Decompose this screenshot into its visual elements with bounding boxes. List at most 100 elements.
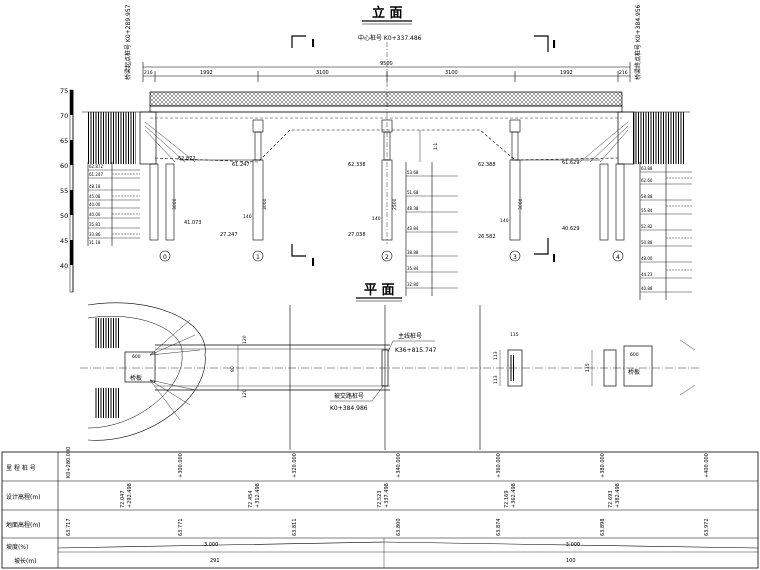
- center-soil-6: 32.80: [407, 282, 419, 287]
- table-ground-2: 63.811: [292, 519, 298, 537]
- elevation-title: 立 面: [372, 5, 403, 21]
- right-soil-6: 48.00: [641, 256, 653, 261]
- svg-text:I: I: [552, 38, 556, 51]
- table-ground-3: 63.800: [396, 519, 402, 537]
- table-design-b-2: +337.498: [384, 483, 390, 508]
- pile-top-elev-2: 62.338: [348, 162, 366, 168]
- plan-road-station-label: 主线桩号: [398, 332, 422, 340]
- left-soil-0: 62.872: [89, 164, 103, 169]
- pile-mark-1: 140: [243, 214, 252, 220]
- section-mark-top-right: I: [534, 35, 556, 52]
- plan-road-station: K36+815.747: [395, 347, 437, 354]
- plan-left-abut-width: 600: [132, 354, 141, 360]
- left-soil-4: 40.00: [89, 202, 101, 207]
- center-soil-2: 48.38: [407, 206, 419, 211]
- pier-num-4: 4: [616, 254, 620, 261]
- pier-num-1: 1: [256, 254, 260, 261]
- left-soil-2: 48.18: [89, 184, 101, 189]
- section-mark-bottom-left: I: [291, 244, 315, 269]
- plan-deck-dim-2: 80: [230, 366, 236, 372]
- pier-num-2: 2: [385, 254, 389, 261]
- plan-deck-dim-3: 120: [242, 389, 248, 398]
- pile-length-3: 3000: [518, 198, 524, 210]
- table-ground-4: 63.874: [496, 519, 502, 537]
- axis-tick-50: 50: [60, 212, 68, 220]
- center-soil-3: 43.84: [407, 226, 419, 231]
- pier-number-markers: [159, 250, 624, 262]
- table-design-b-4: +382.498: [615, 483, 621, 508]
- table-station-2: +320.000: [292, 453, 298, 478]
- dimension-lines: [142, 62, 631, 82]
- plan-pier-dim-2: 113: [493, 375, 499, 384]
- plan-pier-width: 115: [510, 332, 519, 338]
- center-note: 1:1: [433, 143, 439, 150]
- table-design-a-2: 72.523: [377, 491, 383, 509]
- pile-bottom-elev-2: 27.038: [348, 232, 366, 238]
- right-soil-3: 55.84: [641, 208, 653, 213]
- table-station-5: +380.000: [600, 453, 606, 478]
- svg-text:I: I: [311, 37, 315, 50]
- ground-line: [154, 129, 619, 163]
- table-row-label-station: 里 程 桩 号: [6, 464, 36, 472]
- pile-length-0: 3000: [172, 198, 178, 210]
- table-grade-1: -3.000: [564, 542, 580, 548]
- right-soil-4: 52.82: [641, 224, 653, 229]
- table-design-a-0: 72.047: [120, 491, 126, 509]
- left-abutment-station: 桥梁起点桩号 K0+289.957: [124, 4, 132, 80]
- pile-top-elev-0: 62.872: [178, 156, 196, 162]
- table-length-0: 291: [210, 558, 220, 564]
- total-length-dim: 9500: [380, 61, 393, 67]
- span-dim-3: 3100: [445, 70, 458, 76]
- table-row-label-design: 设计高程(m): [6, 493, 41, 501]
- table-design-b-0: +292.498: [127, 483, 133, 508]
- pile-length-1: 3000: [262, 198, 268, 210]
- span-dim-2: 3100: [316, 70, 329, 76]
- plan-deck: [80, 305, 700, 450]
- right-soil-5: 50.88: [641, 240, 653, 245]
- table-ground-6: 63.972: [704, 519, 710, 537]
- plan-right-pier-dim: 115: [585, 363, 591, 372]
- section-mark-top-left: I: [291, 35, 315, 50]
- left-soil-5: 40.00: [89, 212, 101, 217]
- plan-deck-dim-1: 120: [242, 335, 248, 344]
- svg-text:I: I: [311, 256, 315, 269]
- end-dim-right: 216: [619, 70, 628, 76]
- pile-bottom-elev-1: 27.247: [220, 232, 238, 238]
- right-borehole: [639, 162, 692, 300]
- pile-bottom-elev-4: 40.629: [562, 226, 580, 232]
- pier-2: [381, 119, 393, 241]
- pile-length-2: 2500: [392, 198, 398, 210]
- plan-pier-dim-1: 113: [493, 351, 499, 360]
- left-soil-7: 33.86: [89, 232, 101, 237]
- table-design-b-1: +312.498: [255, 483, 261, 508]
- left-soil-6: 35.81: [89, 222, 101, 227]
- plan-crossing-label: 被交路桩号: [334, 392, 364, 400]
- bridge-deck: [82, 91, 690, 119]
- abutment-0: [139, 111, 196, 241]
- svg-text:I: I: [552, 252, 556, 265]
- right-soil-7: 44.23: [641, 272, 653, 277]
- table-station-4: +360.000: [496, 453, 502, 478]
- pile-top-elev-4: 61.629: [562, 160, 580, 166]
- table-row-label-length: 坡长(m): [14, 557, 37, 565]
- right-soil-8: 40.88: [641, 286, 653, 291]
- center-soil-1: 51.68: [407, 190, 419, 195]
- pile-mark-3: 140: [500, 218, 509, 224]
- pile-top-elev-1: 61.247: [232, 162, 250, 168]
- pile-mark-2: 140: [372, 216, 381, 222]
- pile-top-elev-3: 62.388: [478, 162, 496, 168]
- table-design-a-1: 72.454: [248, 491, 254, 509]
- plan-title: 平 面: [364, 283, 395, 298]
- table-ground-1: 63.771: [178, 519, 184, 537]
- table-design-a-3: 72.169: [504, 491, 510, 509]
- table-ground-5: 63.898: [600, 519, 606, 537]
- plan-crossing-station: K0+384.986: [330, 405, 368, 412]
- end-dim-left: 216: [144, 70, 153, 76]
- table-station-0: K0+280.000: [66, 447, 72, 478]
- elevation-axis: [69, 89, 74, 293]
- axis-tick-55: 55: [60, 187, 68, 195]
- axis-tick-60: 60: [60, 162, 68, 170]
- center-soil-4: 38.88: [407, 250, 419, 255]
- plan-left-abutment-fan: [87, 302, 206, 441]
